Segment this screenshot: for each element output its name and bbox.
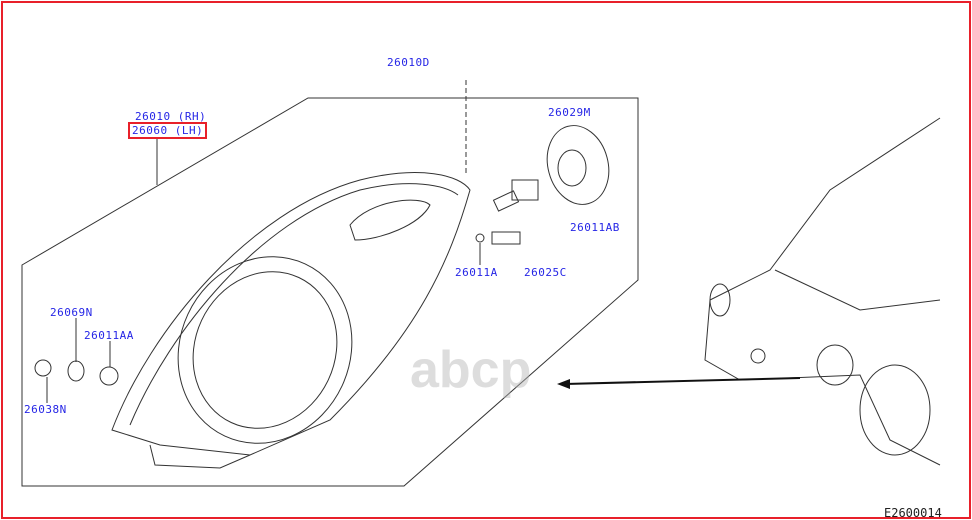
label-26029m: 26029M — [548, 106, 591, 119]
label-26025c: 26025C — [524, 266, 567, 279]
watermark: abcp — [410, 341, 532, 399]
label-26011a: 26011A — [455, 266, 498, 279]
label-26069n: 26069N — [50, 306, 93, 319]
headlamp-housing — [111, 172, 471, 469]
label-26038n: 26038N — [24, 403, 67, 416]
assembly-panel — [21, 97, 639, 487]
bulb-cap — [546, 125, 610, 205]
label-26010d: 26010D — [387, 56, 430, 69]
pointer-arrow — [564, 377, 801, 385]
label-26010-rh: 26010 (RH) — [135, 110, 207, 123]
label-26060-lh: 26060 (LH) — [128, 122, 208, 139]
diagram-code: E2600014 — [884, 506, 942, 520]
label-26011ab: 26011AB — [570, 221, 620, 234]
small-bulb — [475, 231, 521, 245]
main-bulb — [492, 179, 539, 212]
label-26011aa: 26011AA — [84, 329, 134, 342]
car-illustration — [704, 117, 941, 466]
